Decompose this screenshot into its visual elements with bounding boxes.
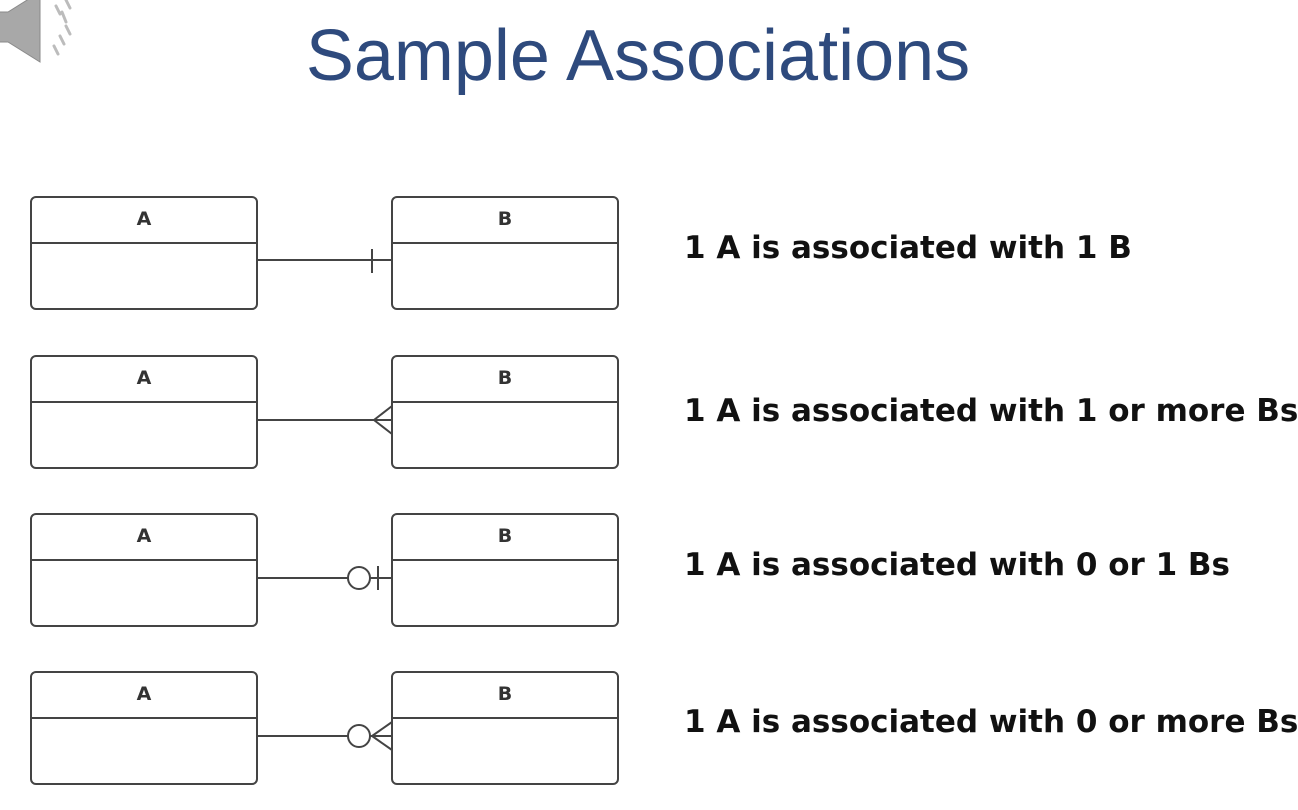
zero-circle — [347, 566, 371, 590]
connector-zero-or-one — [257, 566, 392, 590]
association-description-one-to-many: 1 A is associated with 1 or more Bs — [684, 393, 1298, 429]
entity-a-1-label: A — [137, 367, 152, 389]
connector-one-or-many — [257, 405, 393, 435]
entity-a-0-box — [30, 196, 258, 310]
entity-b-2-box — [391, 513, 619, 627]
slide-title: Sample Associations — [305, 16, 971, 96]
association-description-zero-or-one: 1 A is associated with 0 or 1 Bs — [684, 547, 1231, 583]
entity-b-0-box — [391, 196, 619, 310]
speaker-body — [0, 0, 41, 63]
connector-zero-or-many — [257, 721, 393, 751]
entity-b-2: B — [391, 513, 619, 627]
entity-a-1-box — [30, 355, 258, 469]
entity-a-0: A — [30, 196, 258, 310]
entity-a-3: A — [30, 671, 258, 785]
sound-waves — [52, 0, 72, 56]
entity-b-3: B — [391, 671, 619, 785]
entity-b-1-box — [391, 355, 619, 469]
entity-a-3-label: A — [137, 683, 152, 705]
association-description-zero-or-many: 1 A is associated with 0 or more Bs — [684, 704, 1298, 740]
entity-b-2-label: B — [498, 525, 512, 547]
entity-b-3-box — [391, 671, 619, 785]
entity-b-0: B — [391, 196, 619, 310]
zero-circle — [347, 724, 371, 748]
speaker-icon[interactable] — [0, 0, 90, 70]
entity-a-2: A — [30, 513, 258, 627]
association-description-one-to-one: 1 A is associated with 1 B — [684, 230, 1132, 266]
entity-a-1: A — [30, 355, 258, 469]
entity-a-2-label: A — [137, 525, 152, 547]
entity-b-1: B — [391, 355, 619, 469]
entity-b-1-label: B — [498, 367, 512, 389]
entity-a-3-box — [30, 671, 258, 785]
entity-a-0-label: A — [137, 208, 152, 230]
connector-one-and-only-one — [257, 249, 392, 273]
entity-b-0-label: B — [498, 208, 512, 230]
entity-b-3-label: B — [498, 683, 512, 705]
entity-a-2-box — [30, 513, 258, 627]
